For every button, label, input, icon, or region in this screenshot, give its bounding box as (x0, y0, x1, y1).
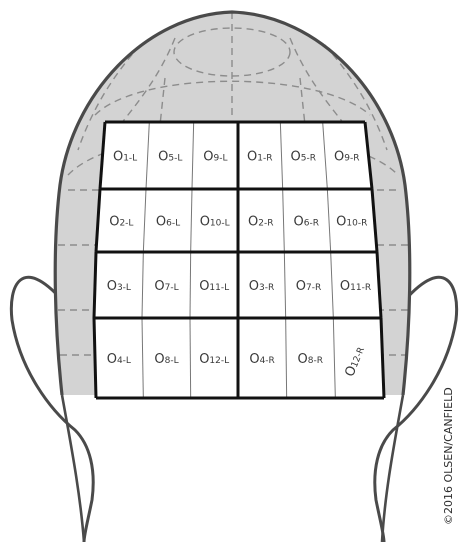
zone-column-divider (190, 252, 191, 318)
neck-right-line (382, 395, 403, 542)
zone-grid-left-border (94, 318, 96, 398)
zone-column-divider (190, 318, 191, 398)
neck-left-line (62, 395, 84, 542)
zone-grid-left-border (94, 252, 96, 318)
copyright-notice: ©2016 OLSEN/CANFIELD (442, 387, 455, 525)
